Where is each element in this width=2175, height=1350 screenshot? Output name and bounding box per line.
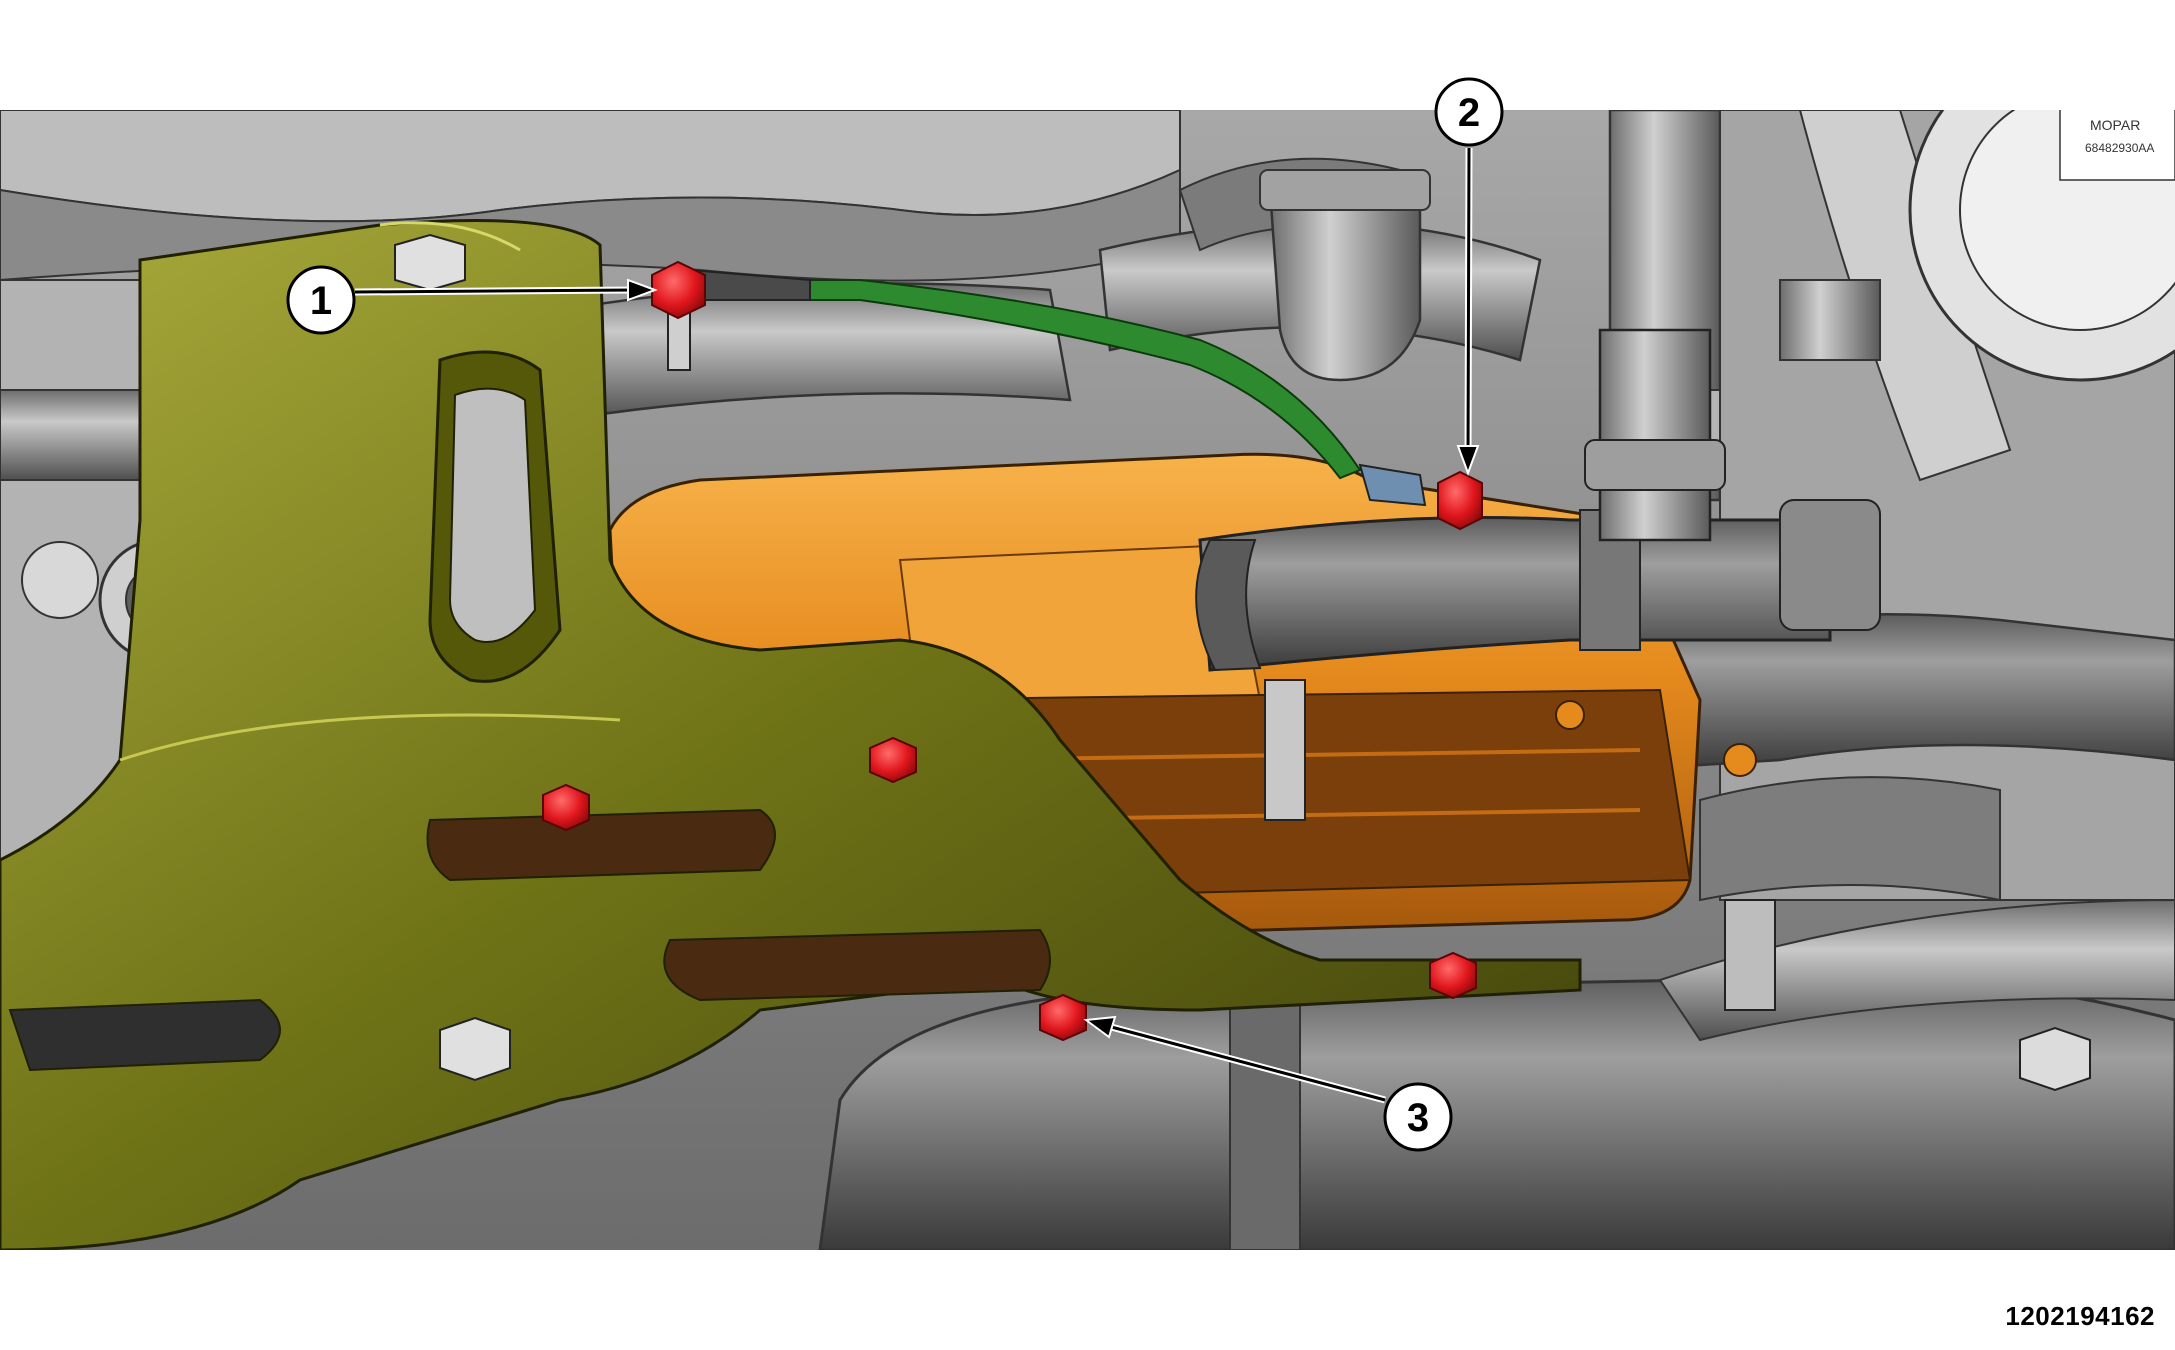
- stud-nuts: [394, 233, 2091, 1092]
- callout-3-label: 3: [1407, 1096, 1429, 1140]
- mounting-nut: [1039, 993, 1087, 1042]
- mounting-nut-c: [1429, 951, 1477, 1000]
- figure-id-label: 1202194162: [2005, 1301, 2155, 1331]
- highlighted-fasteners: [542, 260, 1483, 1042]
- mounting-nut-b: [542, 783, 590, 832]
- callout-1-label: 1: [310, 279, 332, 323]
- engine-bay-view: MOPAR 68482930AA: [0, 110, 2175, 1250]
- ground-strap: [809, 279, 1362, 480]
- callout-3: 3: [1383, 1082, 1453, 1152]
- ground-strap-nut: [651, 260, 706, 320]
- ground-strap-connector-nut: [1437, 470, 1483, 531]
- callout-2: 2: [1434, 77, 1504, 147]
- mounting-nut-a: [869, 736, 917, 784]
- callout-2-label: 2: [1458, 91, 1480, 135]
- callout-1: 1: [286, 265, 356, 335]
- mounting-bracket: [0, 219, 1582, 1250]
- callout-leaders: [354, 147, 1480, 1104]
- sticker-brand: MOPAR: [2090, 117, 2140, 133]
- sticker-part-number: 68482930AA: [2085, 141, 2154, 155]
